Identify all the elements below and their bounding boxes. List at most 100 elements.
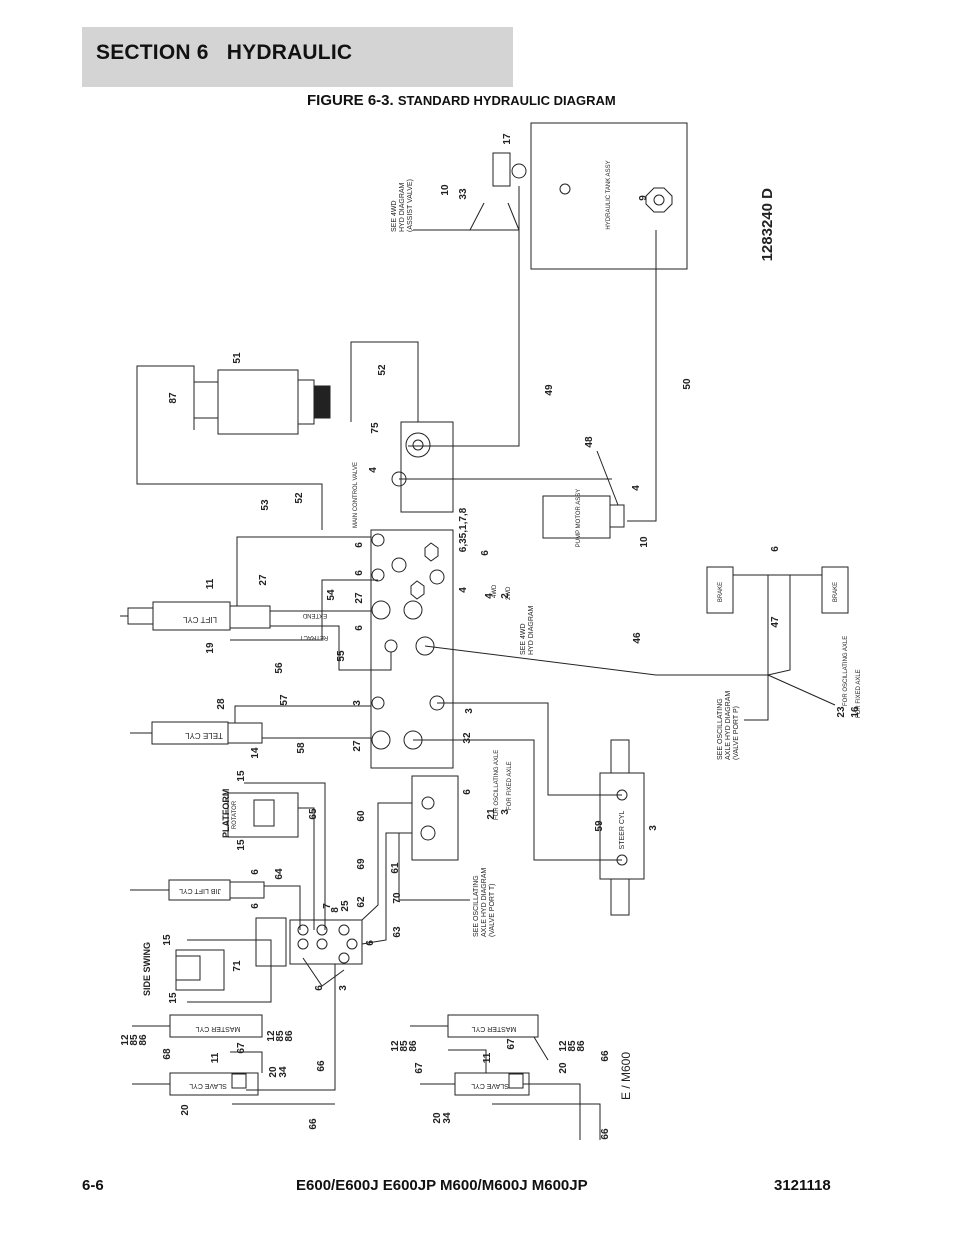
callout-66-b: 66	[308, 1118, 319, 1130]
callout-6-i: 6	[365, 940, 376, 946]
callout-6-f: 6	[462, 789, 473, 795]
callout-3-c: 3	[500, 809, 511, 815]
callout-59: 59	[594, 820, 605, 832]
four-wd-tag: 4WD	[492, 584, 498, 598]
callout-6-b: 6	[354, 570, 365, 576]
hose-55	[270, 625, 392, 671]
callout-4-b: 4	[631, 485, 642, 491]
callout-87: 87	[168, 392, 179, 404]
callout-8: 8	[330, 907, 341, 913]
main-valve-label: MAIN CONTROL VALVE	[353, 462, 359, 528]
callout-17: 17	[502, 133, 513, 145]
callout-27-c: 27	[352, 740, 363, 752]
extend-label: EXTEND	[302, 612, 327, 618]
callout-3-e: 3	[338, 985, 349, 991]
note-4wd-assist-2: HYD DIAGRAM	[399, 182, 406, 232]
callout-3-b: 3	[464, 708, 475, 714]
callout-2: 2	[500, 593, 511, 599]
steer-cyl-label: STEER CYL	[619, 810, 626, 849]
callout-52-top: 52	[377, 364, 388, 376]
callout-70: 70	[392, 892, 403, 904]
callout-48: 48	[584, 436, 595, 448]
figure-caption: FIGURE 6-3. STANDARD HYDRAULIC DIAGRAM	[307, 92, 616, 109]
callout-12-c: 12	[390, 1040, 401, 1052]
note-osc-p-1: SEE OSCILLATING	[717, 698, 724, 760]
callout-20-a: 20	[268, 1066, 279, 1078]
callout-57: 57	[279, 694, 290, 706]
note-for-fixed-axle-3: FOR FIXED AXLE	[507, 761, 513, 810]
callout-20-b: 20	[180, 1104, 191, 1116]
footer-page-number: 6-6	[82, 1177, 104, 1194]
callout-15-b: 15	[236, 839, 247, 851]
callout-66-c: 66	[600, 1050, 611, 1062]
section-number: SECTION 6	[96, 41, 209, 64]
jib-lift-cyl-label: JIB LIFT CYL	[179, 887, 221, 894]
hose-46	[424, 575, 769, 676]
master-cyl-left-label: MASTER CYL	[196, 1025, 241, 1032]
slave-cyl-left-label: SLAVE CYL	[189, 1082, 227, 1089]
note-for-fixed-axle-16: FOR FIXED AXLE	[856, 669, 862, 718]
callout-60: 60	[356, 810, 367, 822]
callout-64: 64	[274, 868, 285, 880]
callout-85-a: 85	[129, 1034, 140, 1046]
note-4wd-2: HYD DIAGRAM	[528, 605, 535, 655]
callout-12-a: 12	[120, 1034, 131, 1046]
callout-61: 61	[390, 862, 401, 874]
callout-11-a: 11	[205, 578, 216, 589]
callout-11-b: 11	[210, 1052, 221, 1063]
callout-21: 21	[486, 808, 497, 820]
rotator-label: ROTATOR	[232, 800, 238, 829]
callout-10-b: 10	[639, 536, 650, 548]
callout-71: 71	[232, 960, 243, 972]
callout-12-b: 12	[266, 1030, 277, 1042]
callout-4-a: 4	[368, 467, 379, 473]
callout-49: 49	[544, 384, 555, 396]
callout-4-d: 4	[484, 593, 495, 599]
callout-85-c: 85	[399, 1040, 410, 1052]
hose-66-right	[523, 1083, 581, 1140]
pump-motor-label: PUMP MOTOR ASSY	[576, 489, 582, 547]
note-4wd-1: SEE 4WD	[520, 623, 527, 655]
callout-67-b: 67	[414, 1062, 425, 1074]
callout-86-a: 86	[138, 1034, 149, 1046]
hydraulic-tank	[530, 122, 688, 270]
section-header-band	[82, 27, 513, 87]
callout-20-d: 20	[432, 1112, 443, 1124]
callout-11-c: 11	[482, 1052, 493, 1063]
note-for-osc-axle-23: FOR OSCILLATING AXLE	[843, 636, 849, 706]
tank-label: HYDRAULIC TANK ASSY	[606, 160, 612, 229]
callout-56: 56	[274, 662, 285, 674]
callout-66-a: 66	[316, 1060, 327, 1072]
callout-86-c: 86	[408, 1040, 419, 1052]
callout-53: 53	[260, 499, 271, 511]
callout-67-a: 67	[236, 1042, 247, 1054]
callout-52-b: 52	[294, 492, 305, 504]
hose-50	[627, 230, 657, 522]
callout-62: 62	[356, 896, 367, 908]
note-osc-p-2: AXLE HYD DIAGRAM	[725, 691, 732, 760]
retract-label: RETRACT	[300, 634, 329, 640]
drawing-number: 1283240 D	[759, 188, 776, 262]
lift-cyl-label: LIFT CYL	[182, 615, 217, 624]
master-cyl-right-label: MASTER CYL	[472, 1025, 517, 1032]
callout-25: 25	[340, 900, 351, 912]
callout-63: 63	[392, 926, 403, 938]
callout-34-a: 34	[278, 1066, 289, 1078]
callout-10: 10	[440, 184, 451, 196]
callout-6-35-1-7-8: 6,35,1,7,8	[458, 507, 469, 552]
callout-28: 28	[216, 698, 227, 710]
figure-title: STANDARD HYDRAULIC DIAGRAM	[397, 93, 616, 108]
callout-6-a: 6	[354, 542, 365, 548]
hose-47	[767, 575, 791, 676]
callout-86-b: 86	[284, 1030, 295, 1042]
main-control-valve	[370, 529, 454, 769]
callout-86-d: 86	[576, 1040, 587, 1052]
hose-61	[361, 832, 412, 945]
note-4wd-assist-3: (ASSIST VALVE)	[407, 179, 414, 232]
callout-15-d: 15	[168, 992, 179, 1004]
callout-19: 19	[205, 642, 216, 654]
hose-manual-pump	[136, 365, 323, 530]
callout-15-a: 15	[236, 770, 247, 782]
callout-67-c: 67	[506, 1038, 517, 1050]
section-name: HYDRAULIC	[226, 41, 353, 64]
